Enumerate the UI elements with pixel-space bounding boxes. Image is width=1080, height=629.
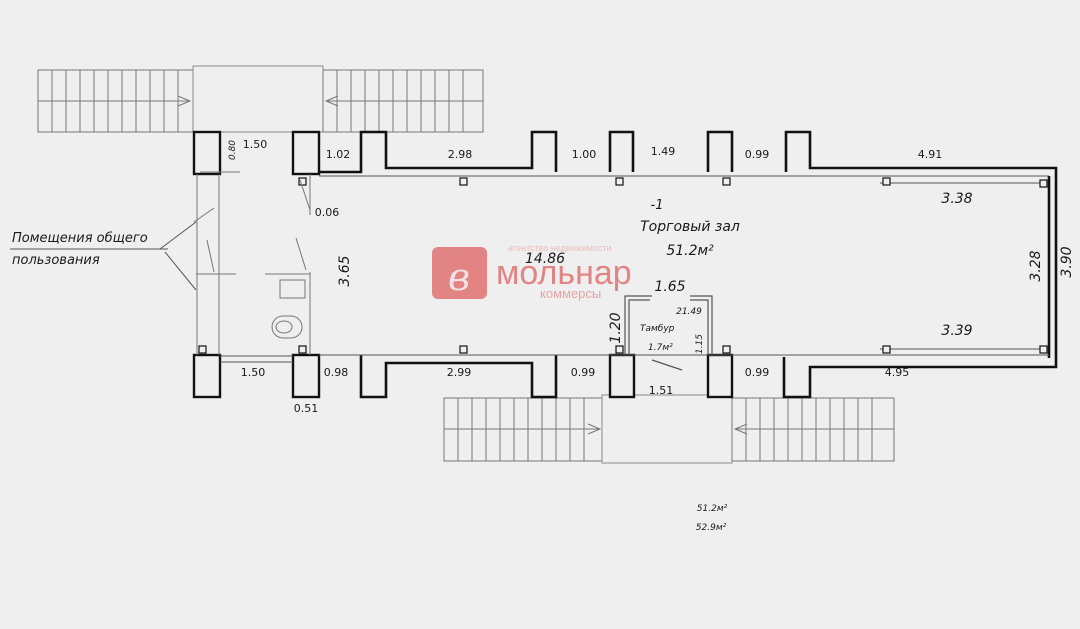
- dim-top-1: 0.80: [228, 140, 238, 160]
- vestibule-walls: [624, 295, 713, 371]
- dim-inner-bottom-right: 3.39: [941, 323, 972, 339]
- dimension-labels: 0.80 1.50 1.02 2.98 1.00 1.49 0.99 4.91 …: [228, 138, 1075, 415]
- watermark: в мольнар коммерсы агентство недвижимост…: [432, 243, 632, 301]
- watermark-brand: мольнар: [496, 254, 632, 292]
- room-number: -1: [651, 198, 664, 213]
- hall-walls: [319, 130, 1058, 399]
- dim-top-4: 2.98: [448, 148, 473, 161]
- dim-top-5: 1.00: [572, 148, 597, 161]
- dim-bot-6: 1.51: [649, 384, 674, 397]
- area-totals: 51.2м² 52.9м²: [696, 504, 728, 533]
- dim-outer-right: 3.90: [1059, 246, 1075, 277]
- common-area-line1: Помещения общего: [12, 231, 148, 246]
- dim-hall-length: 14.86: [525, 251, 565, 267]
- dim-inner-top-right: 3.38: [941, 191, 972, 207]
- dim-vestibule-side: 1.20: [608, 312, 624, 343]
- watermark-logo-icon: [432, 247, 487, 299]
- total-area-2: 52.9м²: [696, 523, 727, 533]
- dim-top-8: 4.91: [918, 148, 943, 161]
- columns: [192, 130, 734, 399]
- dim-top-6: 1.49: [651, 145, 676, 158]
- common-area-pointer: [10, 221, 197, 291]
- vestibule-area: 1.7м²: [648, 343, 673, 353]
- common-area-line2: пользования: [12, 253, 100, 268]
- dim-top-3: 1.02: [326, 148, 351, 161]
- watermark-logo-letter: в: [448, 255, 470, 299]
- landing-bottom: [601, 394, 733, 464]
- room-name: Торговый зал: [640, 219, 740, 235]
- stairs-bottom-right: [731, 397, 895, 462]
- dim-bot-2: 0.98: [324, 366, 349, 379]
- common-area-walls: [193, 171, 311, 355]
- dim-bot-7: 0.99: [745, 366, 770, 379]
- dim-bot-3: 0.51: [294, 402, 319, 415]
- dim-inner-right: 3.28: [1028, 250, 1044, 281]
- watermark-top: агентство недвижимости: [508, 243, 612, 253]
- vestibule-name: Тамбур: [640, 324, 675, 334]
- dim-bot-8: 4.95: [885, 366, 910, 379]
- dim-bot-1: 1.50: [241, 366, 266, 379]
- dim-vestibule-small: 21.49: [676, 307, 702, 317]
- dim-top-7: 0.99: [745, 148, 770, 161]
- watermark-sub: коммерсы: [540, 286, 601, 301]
- dim-bot-5: 0.99: [571, 366, 596, 379]
- dim-vestibule-small2: 1.15: [695, 334, 705, 354]
- stairs-top-left: [37, 69, 194, 133]
- dim-left-height: 3.65: [337, 255, 353, 286]
- landing-top: [192, 65, 324, 133]
- room-area: 51.2м²: [666, 243, 714, 259]
- stairs-top-right: [322, 69, 484, 133]
- stairs-bottom-left: [443, 397, 603, 462]
- dim-small-a: 0.06: [315, 206, 340, 219]
- hall-wall-thin: [220, 175, 1049, 363]
- window-markers: [198, 177, 1048, 354]
- dim-vestibule-width: 1.65: [654, 279, 685, 295]
- room-labels: -1 Торговый зал 51.2м² Тамбур 1.7м² Поме…: [12, 198, 740, 353]
- total-area-1: 51.2м²: [697, 504, 728, 514]
- dim-top-2: 1.50: [243, 138, 268, 151]
- dim-bot-4: 2.99: [447, 366, 472, 379]
